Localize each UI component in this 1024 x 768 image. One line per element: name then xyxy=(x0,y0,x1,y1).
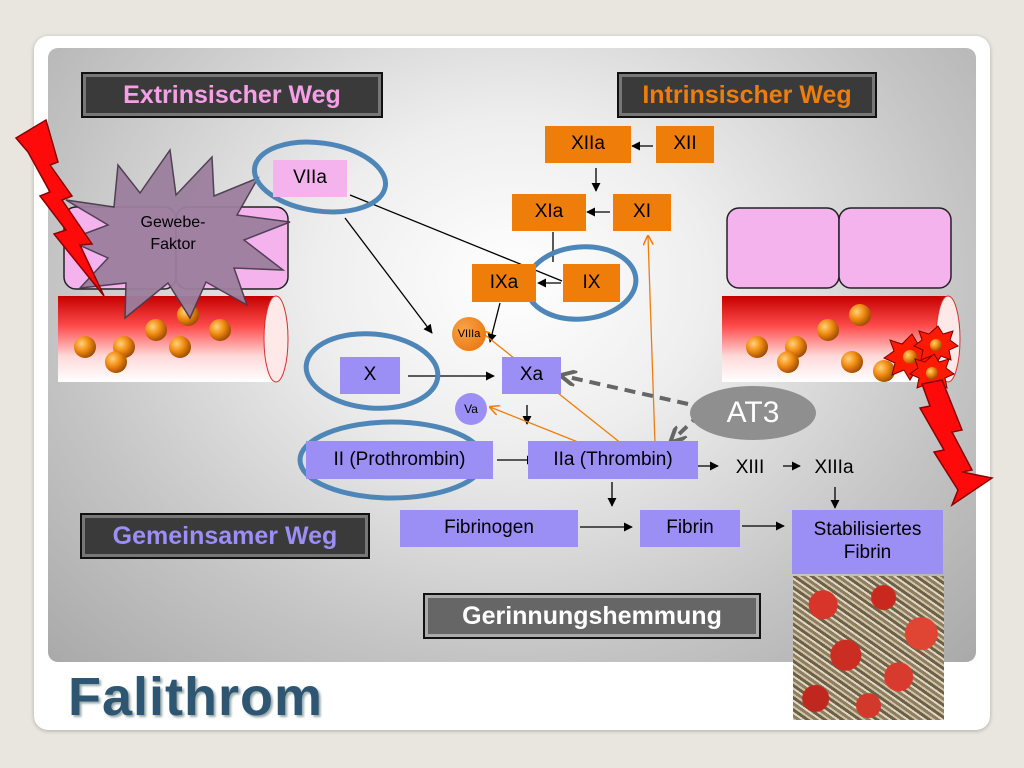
factor-xia: XIa xyxy=(512,194,586,231)
left-platelets xyxy=(74,304,231,373)
factor-xiia: XIIa xyxy=(545,126,631,163)
tissue-factor-line1: Gewebe- xyxy=(140,214,206,231)
factor-ii-prothrombin: II (Prothrombin) xyxy=(306,441,493,479)
fibrin-box: Fibrin xyxy=(640,510,740,547)
factor-ixa: IXa xyxy=(472,264,536,302)
right-lightning-bolt xyxy=(918,379,994,507)
tissue-factor-line2: Faktor xyxy=(150,236,196,253)
fibrinogen-box: Fibrinogen xyxy=(400,510,578,547)
common-pathway-title: Gemeinsamer Weg xyxy=(80,513,370,559)
factor-viia: VIIa xyxy=(273,160,347,197)
factor-x: X xyxy=(340,357,400,394)
factor-viiia: VIIIa xyxy=(452,317,486,351)
factor-ix: IX xyxy=(563,264,620,302)
tissue-factor-label: Gewebe- Faktor xyxy=(128,212,218,256)
blood-clot-photo xyxy=(793,576,944,720)
factor-xa: Xa xyxy=(502,357,561,394)
stabilized-fibrin-line1: Stabilisiertes xyxy=(813,519,922,541)
factor-xii: XII xyxy=(656,126,714,163)
factor-xiiia: XIIIa xyxy=(814,456,854,478)
left-blood-vessel xyxy=(58,295,289,383)
anticoagulation-title: Gerinnungshemmung xyxy=(423,593,761,639)
at3-antithrombin-oval: AT3 xyxy=(690,386,816,440)
stabilized-fibrin-box: Stabilisiertes Fibrin xyxy=(792,510,943,574)
stabilized-fibrin-line2: Fibrin xyxy=(843,542,892,563)
factor-xi: XI xyxy=(613,194,671,231)
factor-xiii: XIII xyxy=(735,456,765,478)
right-endothelial-cells xyxy=(726,207,952,289)
intrinsic-pathway-title: Intrinsischer Weg xyxy=(617,72,877,118)
left-lightning-bolt xyxy=(14,118,105,297)
at3-inhibition-arrows xyxy=(568,377,702,437)
factor-iia-thrombin: IIa (Thrombin) xyxy=(528,441,698,479)
drug-title: Falithrom xyxy=(68,667,324,727)
extrinsic-pathway-title: Extrinsischer Weg xyxy=(81,72,383,118)
factor-va: Va xyxy=(455,393,487,425)
right-platelets xyxy=(746,304,895,382)
